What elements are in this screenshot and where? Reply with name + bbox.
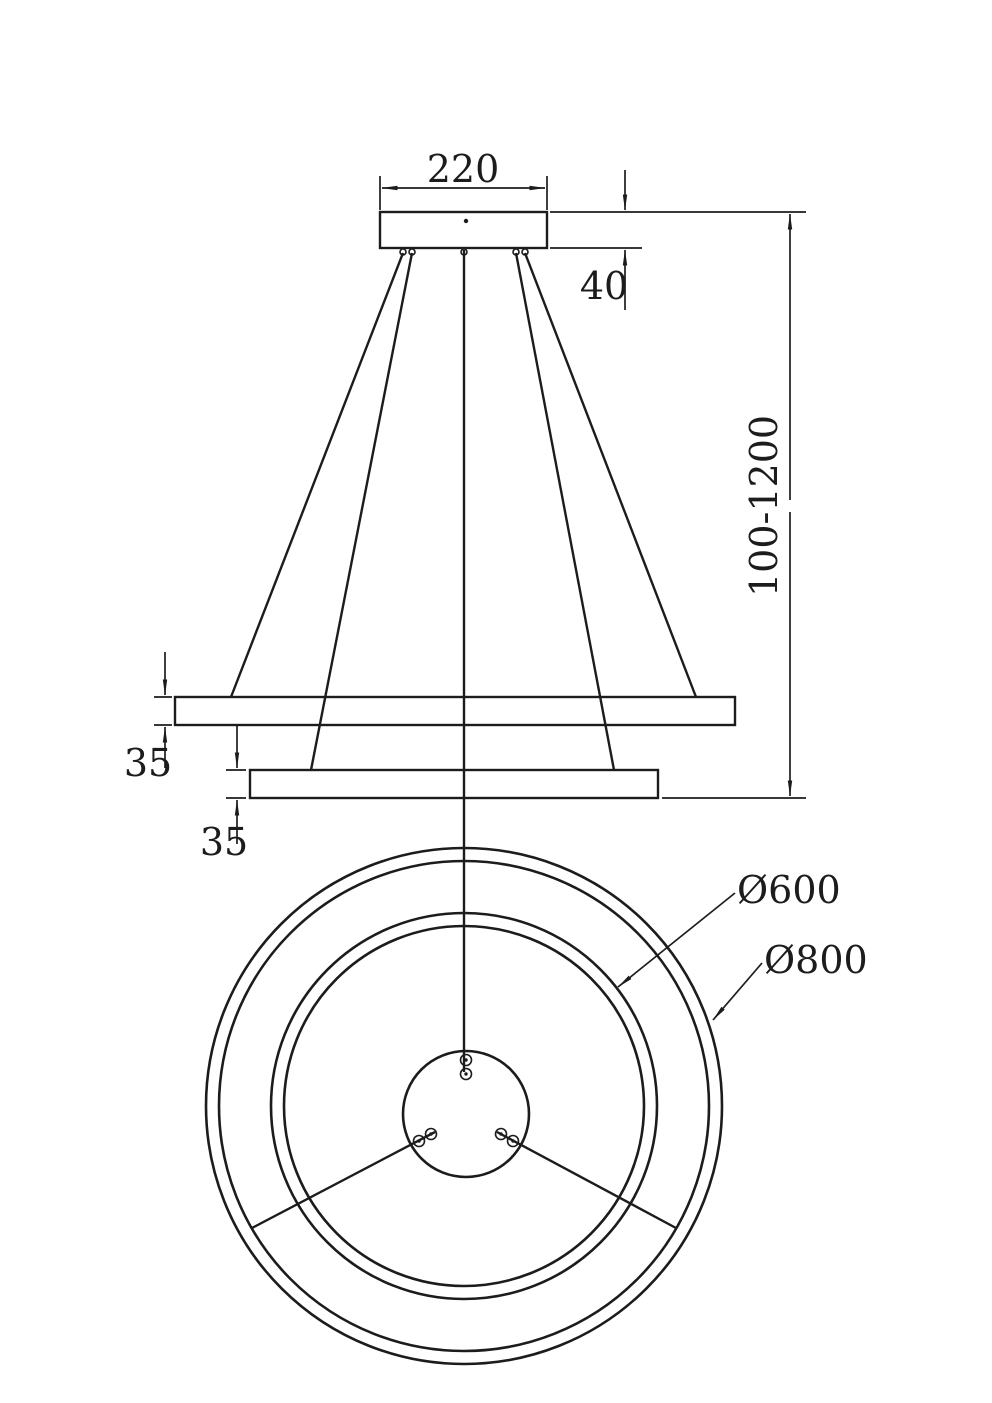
- outer-ring-outer-circle: [204, 846, 724, 1366]
- dim-outer-ring-thickness: 35: [124, 652, 172, 785]
- inner-ring-inner-circle: [282, 924, 646, 1288]
- spoke-lower-right: [496, 1130, 677, 1230]
- plan-view: [204, 846, 724, 1366]
- inner-ring-outer-circle: [269, 911, 659, 1301]
- dim-canopy-width-label: 220: [427, 147, 500, 191]
- wire-outer-left: [229, 252, 405, 698]
- dim-outer-ring-thickness-label: 35: [124, 741, 172, 785]
- dim-suspension-height: 100-1200: [550, 211, 806, 799]
- wire-studs: [412, 1053, 520, 1148]
- wire-inner-right: [514, 252, 616, 771]
- spoke-lower-left: [251, 1130, 436, 1230]
- outer-ring-inner-circle: [217, 859, 711, 1353]
- suspension-wires: [229, 250, 698, 1072]
- dim-canopy-height: 40: [550, 170, 642, 310]
- dim-canopy-height-label: 40: [580, 264, 628, 308]
- hub-circle: [401, 1049, 531, 1179]
- inner-ring-side-profile: [248, 768, 660, 800]
- wire-outer-right: [523, 252, 698, 698]
- label-inner-ring-diameter: Ø600: [617, 868, 841, 988]
- inner-ring-diameter-label: Ø600: [737, 868, 841, 912]
- dim-canopy-width: 220: [379, 147, 548, 210]
- outer-ring-diameter-label: Ø800: [764, 938, 868, 982]
- side-view: [173, 210, 737, 1072]
- label-outer-ring-diameter: Ø800: [712, 938, 868, 1021]
- dim-suspension-height-label: 100-1200: [742, 415, 786, 597]
- dim-inner-ring-thickness-label: 35: [200, 820, 248, 864]
- spokes: [251, 1130, 677, 1230]
- outer-ring-side-profile: [173, 695, 737, 727]
- dimensions: 220 40 100-1200 35: [124, 147, 868, 1021]
- canopy-screw: [463, 218, 469, 224]
- canopy: [378, 210, 549, 250]
- wire-inner-left: [309, 252, 414, 771]
- dim-inner-ring-thickness: 35: [200, 726, 248, 864]
